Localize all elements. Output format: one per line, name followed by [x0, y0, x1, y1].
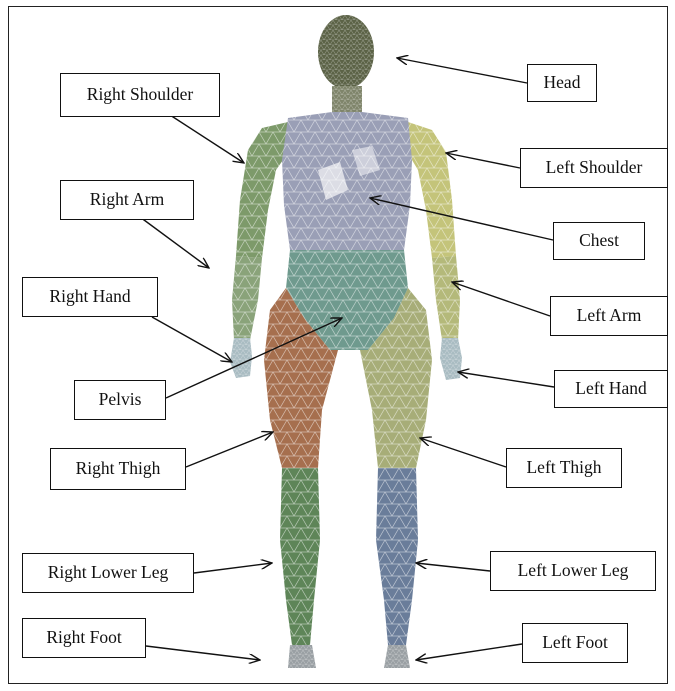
label-left-arm: Left Arm	[550, 296, 668, 336]
chest-region	[282, 112, 412, 250]
arrow-right-lower-leg	[194, 563, 272, 573]
label-head: Head	[527, 64, 597, 102]
label-left-foot: Left Foot	[522, 623, 628, 663]
arrow-left-lower-leg	[416, 563, 490, 571]
label-right-lower-leg: Right Lower Leg	[22, 553, 194, 593]
label-chest: Chest	[553, 222, 645, 260]
arrow-left-shoulder	[446, 153, 520, 168]
label-left-thigh: Left Thigh	[506, 448, 622, 488]
arrow-head	[397, 58, 527, 83]
label-pelvis: Pelvis	[74, 380, 166, 420]
label-right-thigh: Right Thigh	[50, 448, 186, 490]
label-left-lower-leg: Left Lower Leg	[490, 551, 656, 591]
left-foot-region	[384, 645, 410, 668]
right-lower-leg-region	[280, 468, 320, 645]
arrow-right-foot	[146, 646, 260, 660]
arrow-left-thigh	[420, 438, 506, 467]
label-right-arm: Right Arm	[60, 180, 194, 220]
left-lower-leg-region	[376, 468, 418, 645]
arrow-left-foot	[416, 644, 522, 660]
arrow-right-arm	[140, 217, 209, 268]
arrow-right-thigh	[186, 432, 273, 467]
right-hand-region	[230, 338, 252, 378]
arrow-right-hand	[152, 317, 232, 362]
arrow-left-arm	[452, 282, 550, 316]
label-right-shoulder: Right Shoulder	[60, 73, 220, 117]
arrow-right-shoulder	[170, 115, 244, 163]
label-left-shoulder: Left Shoulder	[520, 148, 668, 188]
arrow-left-hand	[458, 372, 554, 387]
label-right-hand: Right Hand	[22, 277, 158, 317]
right-foot-region	[288, 645, 316, 668]
head-region	[318, 15, 374, 116]
left-hand-region	[440, 338, 462, 380]
label-left-hand: Left Hand	[554, 370, 668, 408]
label-right-foot: Right Foot	[22, 618, 146, 658]
